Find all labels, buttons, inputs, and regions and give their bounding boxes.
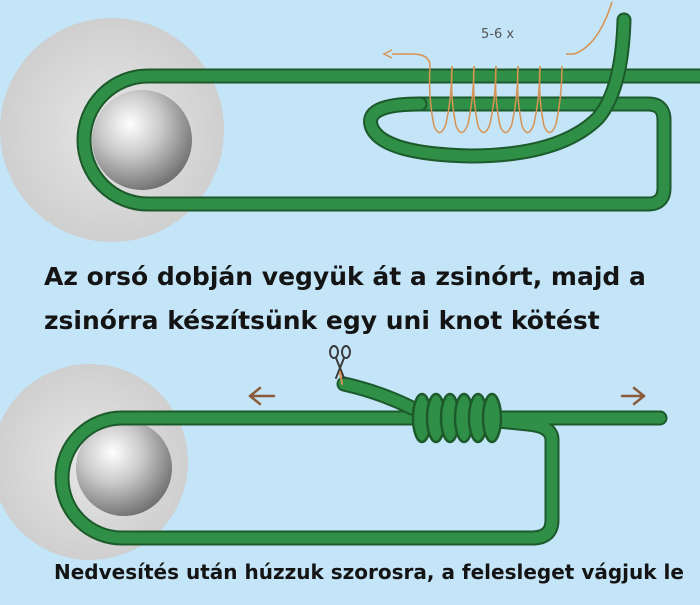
step2-illustration (0, 345, 668, 560)
spool-hub-top (92, 90, 192, 190)
knot-coils (411, 392, 503, 444)
step1-caption-line1: Az orsó dobján vegyük át a zsinórt, majd… (44, 262, 646, 291)
step1-illustration: 5-6 x (0, 1, 700, 242)
step1-caption-line2: zsinórra készítsünk egy uni knot kötést (44, 306, 600, 335)
pull-arrow-right-icon (620, 386, 646, 406)
wrap-guide (382, 1, 613, 134)
pull-arrow-left-icon (248, 386, 276, 406)
scissors-icon (329, 345, 351, 385)
spool-hub-bottom (76, 420, 172, 516)
step2-caption: Nedvesítés után húzzuk szorosra, a feles… (54, 560, 684, 584)
wrap-count-label: 5-6 x (481, 27, 514, 42)
